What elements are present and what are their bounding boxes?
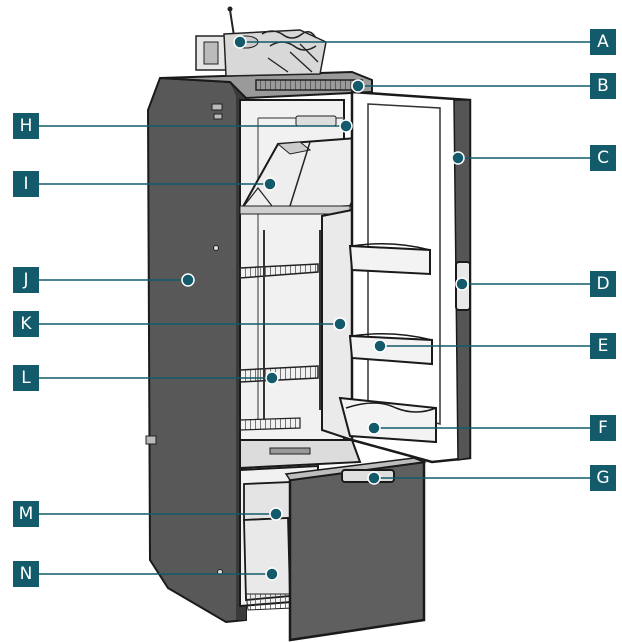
label-d: D (590, 271, 616, 297)
dot-f (367, 421, 381, 435)
dot-d (455, 277, 469, 291)
label-k: K (13, 311, 39, 337)
dot-h (339, 119, 353, 133)
dot-e (373, 339, 387, 353)
label-j: J (13, 267, 39, 293)
pointer-dots (181, 35, 469, 581)
cabinet-side-panel (146, 76, 247, 624)
label-a: A (590, 29, 616, 55)
dot-b (351, 79, 365, 93)
label-c: C (590, 145, 616, 171)
label-g: G (590, 465, 616, 491)
shelf-rails (263, 230, 321, 420)
door-bin (348, 333, 433, 366)
door-bin (348, 243, 431, 276)
label-n: N (13, 561, 39, 587)
dot-j (181, 273, 195, 287)
dot-k (333, 317, 347, 331)
top-vent (255, 79, 363, 91)
lower-door (288, 460, 426, 642)
label-f: F (590, 415, 616, 441)
dot-g (367, 471, 381, 485)
dot-i (263, 177, 277, 191)
label-m: M (13, 501, 39, 527)
label-l: L (13, 365, 39, 391)
upper-door-inner (367, 103, 441, 425)
dot-c (451, 151, 465, 165)
side-hinge-screw (213, 245, 219, 251)
leader-lines (26, 41, 600, 575)
label-e: E (590, 333, 616, 359)
label-b: B (590, 73, 616, 99)
wire-shelf (239, 417, 301, 431)
bottom-door-bin (338, 396, 437, 444)
side-clip (213, 113, 223, 120)
freezer-compartment (238, 134, 386, 215)
divider-slot (269, 447, 311, 455)
label-i: I (13, 171, 39, 197)
dot-m (269, 507, 283, 521)
side-clip (145, 435, 157, 445)
dot-l (265, 371, 279, 385)
lower-drawer (243, 517, 293, 611)
wire-shelf (239, 263, 319, 279)
label-h: H (13, 113, 39, 139)
dot-n (265, 567, 279, 581)
interior-light (295, 115, 337, 127)
side-clip (211, 103, 223, 111)
dot-a (233, 35, 247, 49)
